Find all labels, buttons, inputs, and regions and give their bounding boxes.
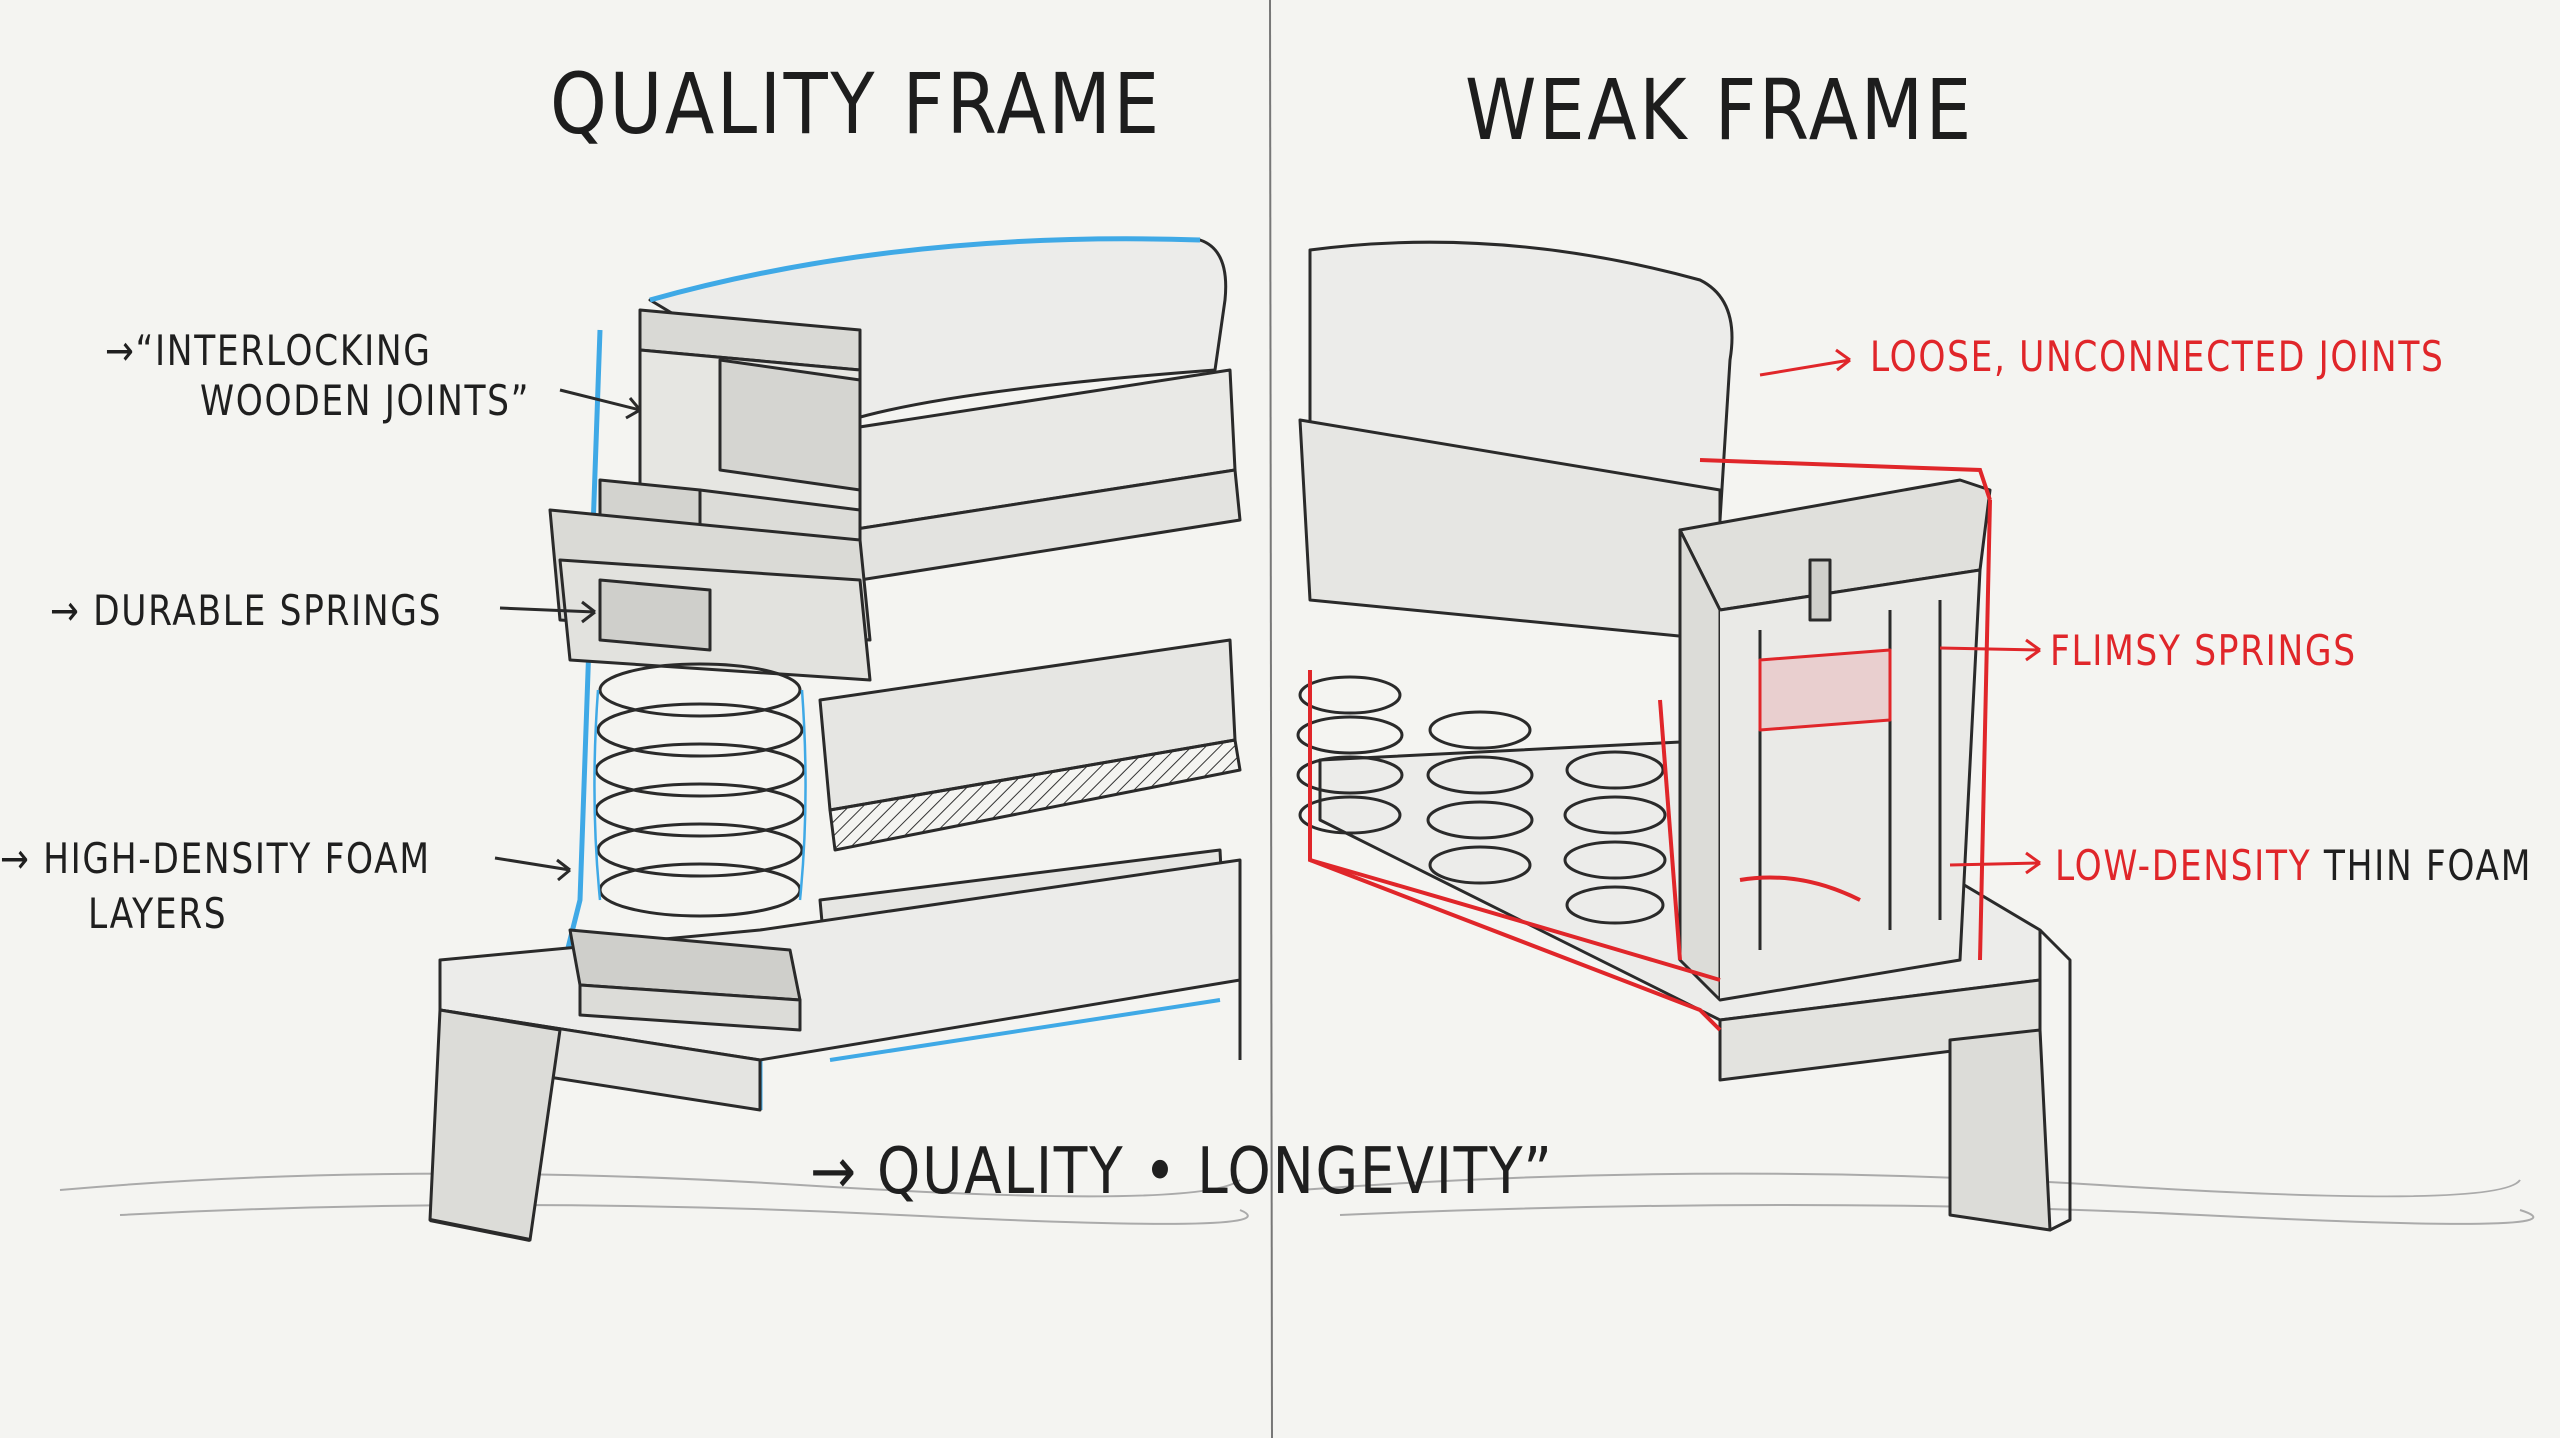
interlocking-joints-label: →“INTERLOCKING xyxy=(105,330,432,372)
high-density-foam-label: → HIGH-DENSITY FOAM xyxy=(0,838,431,880)
center-divider xyxy=(1269,0,1273,1438)
arrow-icon: → xyxy=(105,326,136,375)
low-density-foam-label: LOW-DENSITY THIN FOAM xyxy=(2055,845,2532,887)
arrow-icon: → xyxy=(50,586,81,635)
low-density-text: LOW-DENSITY xyxy=(2055,841,2312,890)
flimsy-springs-label: FLIMSY SPRINGS xyxy=(2050,626,2357,675)
weak-leader-arrows xyxy=(1759,348,2041,875)
wooden-joints-label: WOODEN JOINTS” xyxy=(200,376,531,425)
weak-frame-title: WEAK FRAME xyxy=(1465,61,1974,159)
quality-leader-lines xyxy=(494,388,642,882)
high-density-foam-text: HIGH-DENSITY FOAM xyxy=(43,834,431,883)
durable-springs-text: DURABLE SPRINGS xyxy=(93,586,443,635)
weak-frame-red-accents xyxy=(1308,458,1992,1032)
weak-frame-sofa xyxy=(1296,240,2072,1232)
bottom-caption-text: QUALITY • LONGEVITY” xyxy=(877,1135,1554,1209)
durable-springs-label: → DURABLE SPRINGS xyxy=(50,590,442,632)
thin-foam-text: THIN FOAM xyxy=(2323,841,2533,890)
arrow-icon: → xyxy=(0,834,31,883)
interlocking-joints-line1: “INTERLOCKING xyxy=(135,326,432,375)
loose-joints-label: LOOSE, UNCONNECTED JOINTS xyxy=(1870,332,2445,381)
quality-frame-sofa xyxy=(428,236,1242,1242)
arrow-icon: → xyxy=(810,1135,858,1209)
quality-frame-title: QUALITY FRAME xyxy=(550,55,1162,153)
bottom-caption: → QUALITY • LONGEVITY” xyxy=(810,1140,1554,1204)
foam-layers-label: LAYERS xyxy=(88,889,228,938)
